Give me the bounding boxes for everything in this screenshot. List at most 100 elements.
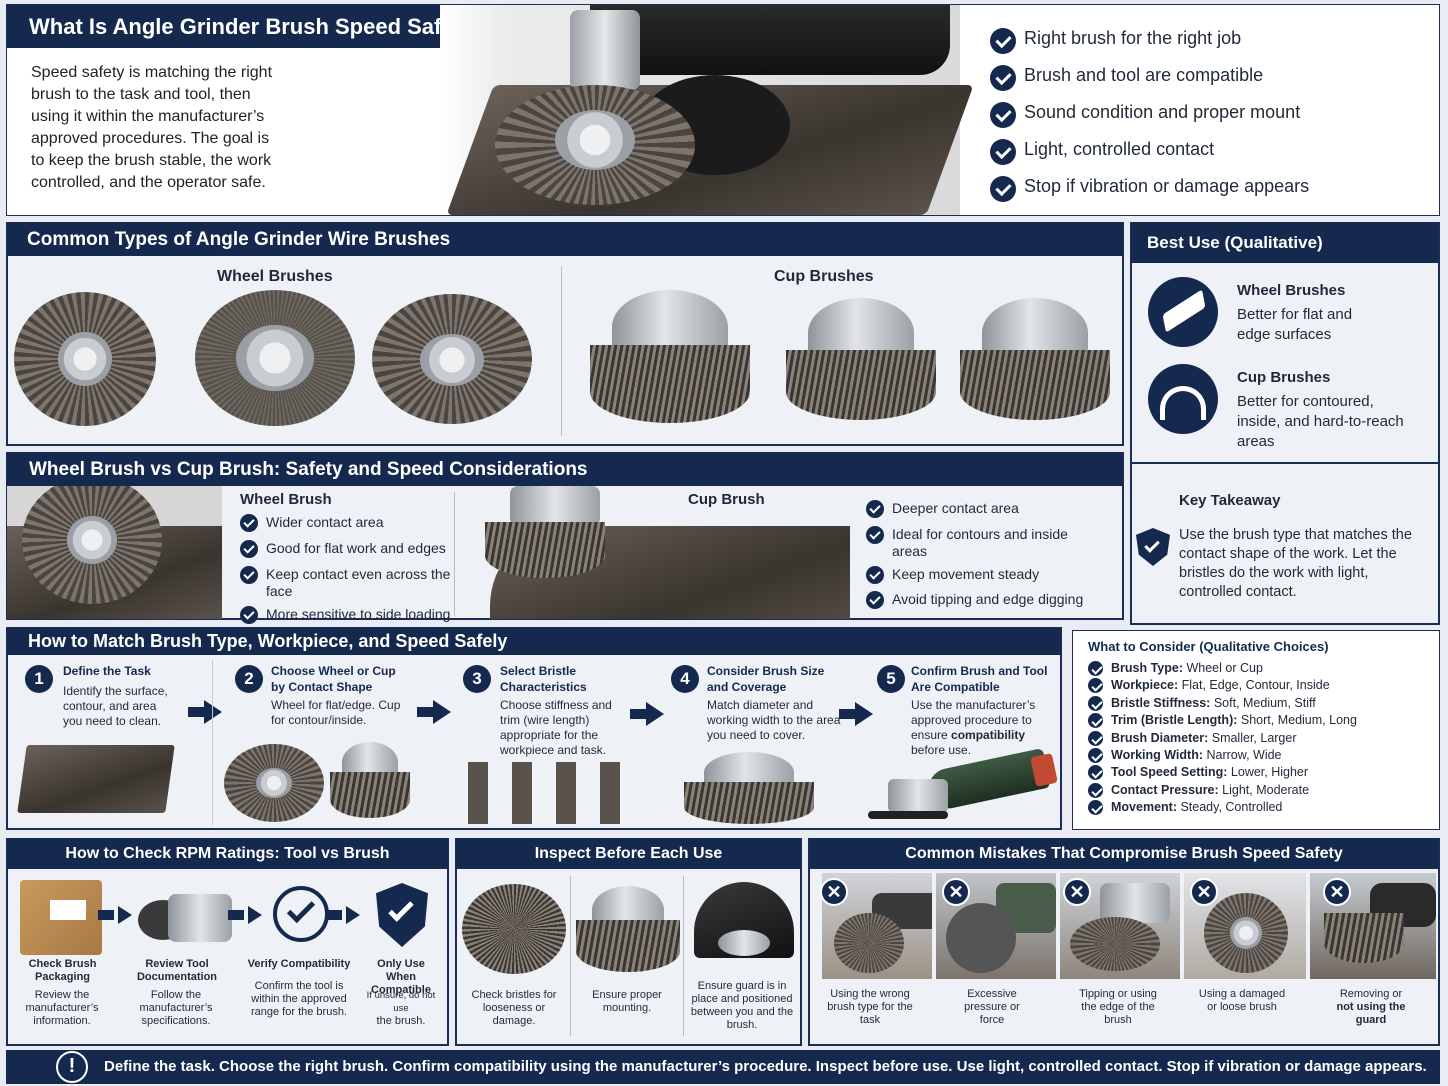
mistake-image <box>822 873 932 979</box>
check-icon <box>1088 695 1103 711</box>
flat-block-icon <box>1148 277 1218 347</box>
rpm-step-title: Verify Compatibility <box>247 958 351 970</box>
key-takeaway-title: Key Takeaway <box>1179 492 1281 509</box>
step-number: 3 <box>463 665 491 693</box>
cup-brush-image <box>576 886 680 976</box>
step-text: Use the manufacturer’s approved procedur… <box>911 698 1036 757</box>
cup-brush-photo <box>470 486 850 619</box>
footer-bar <box>6 1050 1440 1084</box>
best-use-cup-name: Cup Brushes <box>1237 369 1331 386</box>
types-panel <box>6 222 1124 446</box>
check-icon <box>1088 678 1103 694</box>
check-icon <box>990 65 1016 91</box>
bristle-samples-image <box>462 762 632 824</box>
hero-check-item: Stop if vibration or damage appears <box>990 176 1309 202</box>
mistake-text: Using the wrong brush type for the task <box>827 988 913 1026</box>
best-use-title: Best Use (Qualitative) <box>1131 223 1439 263</box>
mistakes-title: Common Mistakes That Compromise Brush Sp… <box>809 839 1439 869</box>
rpm-panel <box>6 838 449 1046</box>
check-icon <box>866 591 884 609</box>
step-number: 4 <box>671 665 699 693</box>
step-number: 5 <box>877 665 905 693</box>
best-use-wheel-desc: Better for flat and edge surfaces <box>1237 306 1353 343</box>
metal-block-image <box>17 745 175 813</box>
arrow-icon <box>228 906 262 924</box>
inspect-title: Inspect Before Each Use <box>456 839 801 869</box>
vs-cup-title: Cup Brush <box>688 491 765 508</box>
x-icon: ✕ <box>1323 878 1351 906</box>
mistake-image <box>1060 873 1180 979</box>
step-text: Choose stiffness and trim (wire length) … <box>500 698 612 757</box>
match-title: How to Match Brush Type, Workpiece, and … <box>7 628 1061 655</box>
check-icon <box>1088 800 1103 816</box>
hero-check-item: Brush and tool are compatible <box>990 65 1309 91</box>
warning-icon: ! <box>56 1051 88 1083</box>
step-title: Define the Task <box>63 664 151 678</box>
step-number: 1 <box>25 665 53 693</box>
hero-title: What Is Angle Grinder Brush Speed Safety… <box>7 5 497 48</box>
best-use-wheel-name: Wheel Brushes <box>1237 282 1346 299</box>
x-icon: ✕ <box>820 878 848 906</box>
mistake-text: Using a damaged or loose brush <box>1198 988 1286 1013</box>
hero-photo <box>440 5 974 215</box>
check-icon <box>1088 765 1103 781</box>
best-use-cup-desc: Better for contoured, inside, and hard-t… <box>1237 393 1404 450</box>
check-icon <box>990 102 1016 128</box>
consider-list: Brush Type: Wheel or Cup Workpiece: Flat… <box>1088 661 1433 816</box>
inspect-item: Ensure guard is in place and positioned … <box>690 980 794 1031</box>
arrow-icon <box>98 906 132 924</box>
check-icon <box>1088 661 1103 676</box>
step-text: Wheel for flat/edge. Cup for contour/ins… <box>271 698 401 727</box>
guard-image <box>694 882 794 972</box>
vs-wheel-title: Wheel Brush <box>240 491 332 508</box>
hero-check-item: Light, controlled contact <box>990 139 1309 165</box>
hero-check-item: Right brush for the right job <box>990 28 1309 54</box>
cup-brush-image <box>960 298 1110 424</box>
check-icon <box>866 526 884 544</box>
bristle-inspection-image <box>462 884 566 974</box>
check-icon <box>866 500 884 518</box>
hero-check-item: Sound condition and proper mount <box>990 102 1309 128</box>
key-takeaway-text: Use the brush type that matches the cont… <box>1179 527 1412 600</box>
vs-wheel-list: Wider contact area Good for flat work an… <box>240 514 455 624</box>
cup-brush-image <box>786 298 936 424</box>
hero-intro: Speed safety is matching the right brush… <box>31 64 273 191</box>
x-icon: ✕ <box>1063 878 1091 906</box>
inspect-item: Ensure proper mounting. <box>592 989 662 1014</box>
step-title: Confirm Brush and Tool Are Compatible <box>911 664 1048 694</box>
check-icon <box>866 566 884 584</box>
check-icon <box>240 566 258 584</box>
mistake-text: Tipping or using the edge of the brush <box>1079 988 1157 1026</box>
consider-panel <box>1072 630 1440 830</box>
check-icon <box>1088 730 1103 746</box>
step-text: Match diameter and working width to the … <box>707 698 841 742</box>
check-icon <box>990 139 1016 165</box>
x-icon: ✕ <box>1190 878 1218 906</box>
step-title: Choose Wheel or Cup by Contact Shape <box>271 664 396 694</box>
hero-checklist: Right brush for the right job Brush and … <box>990 28 1309 202</box>
arrow-icon <box>326 906 360 924</box>
check-icon <box>240 514 258 532</box>
check-icon <box>1088 713 1103 729</box>
check-icon <box>1088 747 1103 763</box>
angle-grinder-image <box>868 747 1058 827</box>
vs-title: Wheel Brush vs Cup Brush: Safety and Spe… <box>7 453 1123 486</box>
rpm-step-text: Follow the manufacturer’s specifications… <box>139 989 213 1027</box>
rpm-step-text: Review the manufacturer’s information. <box>25 989 99 1027</box>
arrow-icon <box>630 702 664 726</box>
step-title: Select Bristle Characteristics <box>500 664 587 694</box>
cup-brush-image <box>590 290 750 430</box>
tool-documentation-icon <box>138 886 234 952</box>
x-icon: ✕ <box>942 878 970 906</box>
rpm-step-title: Review Tool Documentation <box>136 958 218 983</box>
wheel-brush-photo <box>7 486 222 619</box>
check-icon <box>240 540 258 558</box>
rpm-step-title: Check Brush Packaging <box>28 958 97 983</box>
rpm-step-text: Confirm the tool is within the approved … <box>250 980 347 1018</box>
vs-cup-list: Deeper contact area Ideal for contours a… <box>866 500 1106 609</box>
types-cup-label: Cup Brushes <box>774 268 874 285</box>
consider-title: What to Consider (Qualitative Choices) <box>1088 639 1329 654</box>
check-icon <box>240 606 258 624</box>
